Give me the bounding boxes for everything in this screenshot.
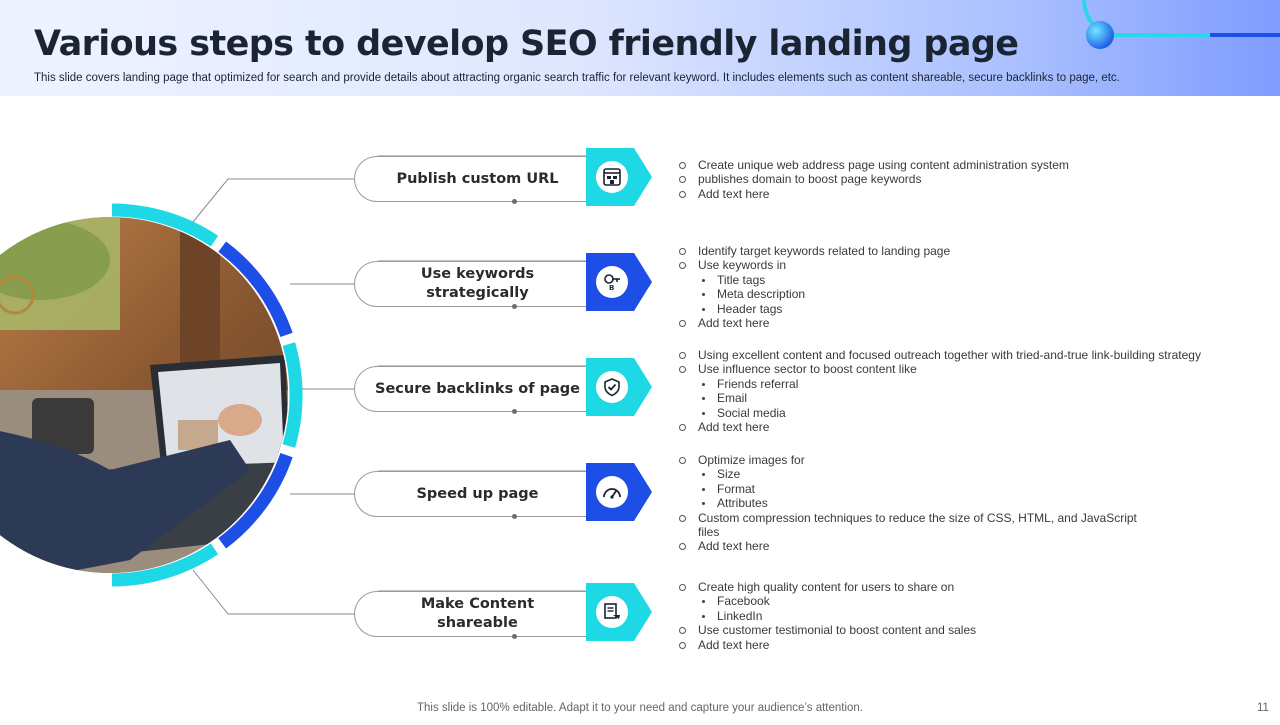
pill-dot <box>512 199 517 204</box>
segment-ring <box>111 203 303 587</box>
step-pill-publish-url: Publish custom URL <box>354 156 586 202</box>
bullet-item: Identify target keywords related to land… <box>679 244 950 258</box>
header-band: Various steps to develop SEO friendly la… <box>0 0 1280 96</box>
bullet-item: Add text here <box>679 187 1069 201</box>
pill-dot <box>512 409 517 414</box>
bullet-item: Create unique web address page using con… <box>679 158 1069 172</box>
keyword-key-icon: B <box>596 266 628 298</box>
bullet-item: Add text here <box>679 420 1201 434</box>
step-pill-speed: Speed up page <box>354 471 586 517</box>
step-label: Speed up page <box>416 485 539 502</box>
share-document-icon <box>596 596 628 628</box>
bullet-item: Add text here <box>679 638 976 652</box>
sub-bullet-item: Email <box>679 391 1201 405</box>
step-label: Publish custom URL <box>396 170 559 187</box>
laptop-photo <box>0 217 288 573</box>
sub-bullet-item: LinkedIn <box>679 609 976 623</box>
pill-dot <box>512 514 517 519</box>
step-pill-keywords: Use keywords strategically <box>354 261 586 307</box>
bullet-item: Use customer testimonial to boost conten… <box>679 623 976 637</box>
step-label: Make Content shareable <box>420 596 535 631</box>
step-bullets-shareable: Create high quality content for users to… <box>679 580 976 652</box>
bullet-item: Optimize images for <box>679 453 1148 467</box>
bullet-item: Use influence sector to boost content li… <box>679 362 1201 376</box>
page-subtitle: This slide covers landing page that opti… <box>34 72 1120 84</box>
step-label: Use keywords strategically <box>420 266 535 301</box>
step-bullets-backlinks: Using excellent content and focused outr… <box>679 348 1201 434</box>
step-tag-publish-url <box>586 148 652 206</box>
photo-ring-group <box>0 0 320 720</box>
sub-bullet-item: Size <box>679 467 1148 481</box>
pill-dot <box>512 304 517 309</box>
step-tag-keywords: B <box>586 253 652 311</box>
step-tag-shareable <box>586 583 652 641</box>
svg-text:B: B <box>609 284 614 292</box>
sub-bullet-item: Social media <box>679 406 1201 420</box>
bullet-item: Using excellent content and focused outr… <box>679 348 1201 362</box>
step-bullets-publish-url: Create unique web address page using con… <box>679 158 1069 201</box>
header-decoration <box>1082 0 1280 49</box>
bullet-item: Add text here <box>679 316 950 330</box>
pill-dot <box>512 634 517 639</box>
sub-bullet-item: Attributes <box>679 496 1148 510</box>
sub-bullet-item: Format <box>679 482 1148 496</box>
sub-bullet-item: Header tags <box>679 302 950 316</box>
step-pill-backlinks: Secure backlinks of page <box>354 366 586 412</box>
speedometer-icon <box>596 476 628 508</box>
bullet-item: Use keywords in <box>679 258 950 272</box>
bullet-item: Create high quality content for users to… <box>679 580 976 594</box>
shield-check-icon <box>596 371 628 403</box>
page-title: Various steps to develop SEO friendly la… <box>34 24 1019 64</box>
step-bullets-keywords: Identify target keywords related to land… <box>679 244 950 330</box>
sub-bullet-item: Meta description <box>679 287 950 301</box>
page-number: 11 <box>1257 702 1269 714</box>
sub-bullet-item: Title tags <box>679 273 950 287</box>
step-pill-shareable: Make Content shareable <box>354 591 586 637</box>
bullet-item: Custom compression techniques to reduce … <box>679 511 1148 540</box>
step-label: Secure backlinks of page <box>375 380 580 397</box>
photo-ring <box>0 203 303 587</box>
step-tag-speed <box>586 463 652 521</box>
sub-bullet-item: Facebook <box>679 594 976 608</box>
footer-note: This slide is 100% editable. Adapt it to… <box>416 702 864 714</box>
bullet-item: publishes domain to boost page keywords <box>679 172 1069 186</box>
step-tag-backlinks <box>586 358 652 416</box>
bullet-item: Add text here <box>679 539 1148 553</box>
sub-bullet-item: Friends referral <box>679 377 1201 391</box>
browser-window-icon <box>596 161 628 193</box>
